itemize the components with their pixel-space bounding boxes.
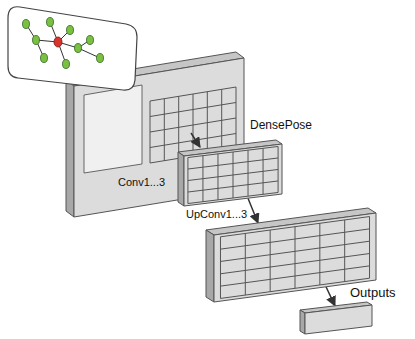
layer-label: Conv1...3 — [118, 176, 165, 189]
slab-side-face — [206, 230, 214, 302]
root-joint — [54, 37, 62, 47]
graph-joints — [23, 18, 104, 69]
slab-outline — [300, 302, 372, 334]
slab-side-face — [300, 310, 305, 334]
feature-grid — [220, 217, 369, 299]
network-name: DensePose — [250, 118, 312, 132]
layer-slab: Outputs — [300, 302, 372, 334]
slab-front-face — [184, 144, 282, 206]
slab-side-face — [66, 80, 74, 217]
slab-outline — [178, 140, 282, 206]
slab-side-face — [178, 152, 184, 206]
flow-arrow — [326, 287, 335, 306]
flow-arrow — [191, 133, 200, 147]
layer-label: Outputs — [350, 285, 396, 301]
pose-graph-panel — [8, 7, 137, 90]
flow-arrow — [248, 198, 258, 223]
image-window — [84, 85, 142, 173]
slab-front-face — [305, 305, 372, 334]
graph-edges — [26, 22, 100, 64]
graph-panel — [8, 7, 137, 90]
layer-slab: Conv1...3 — [178, 140, 282, 206]
feature-grid — [188, 146, 278, 203]
layer-label: UpConv1...3 — [186, 208, 247, 221]
